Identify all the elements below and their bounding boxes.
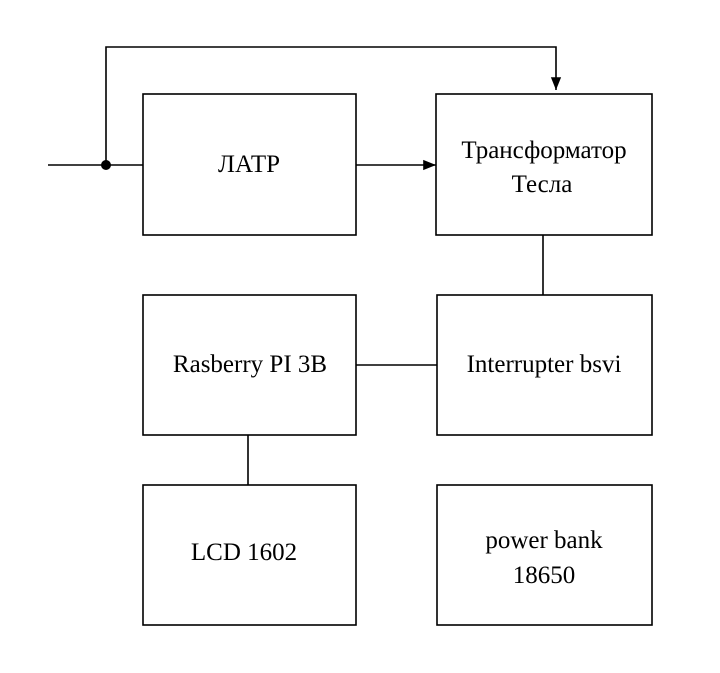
interrupter-block: Interrupter bsvi — [436, 294, 653, 436]
bypass-wire — [105, 46, 562, 165]
raspberry-pi-block: Rasberry PI 3B — [142, 294, 357, 436]
lcd-label: LCD 1602 — [191, 539, 297, 566]
tesla-label-line1: Трансформатор — [461, 137, 626, 164]
power-bank-label-line2: 18650 — [513, 562, 576, 589]
tesla-label-line2: Тесла — [512, 171, 573, 198]
power-bank-label-line1: power bank — [485, 527, 603, 554]
interrupter-label: Interrupter bsvi — [467, 351, 622, 378]
latr-label: ЛАТР — [218, 151, 280, 178]
rpi-label: Rasberry PI 3B — [173, 351, 327, 378]
power-bank-block: power bank 18650 — [436, 484, 653, 626]
tesla-transformer-block: Трансформатор Тесла — [435, 93, 653, 236]
latr-block: ЛАТР — [142, 93, 357, 236]
lcd-block: LCD 1602 — [142, 484, 357, 626]
